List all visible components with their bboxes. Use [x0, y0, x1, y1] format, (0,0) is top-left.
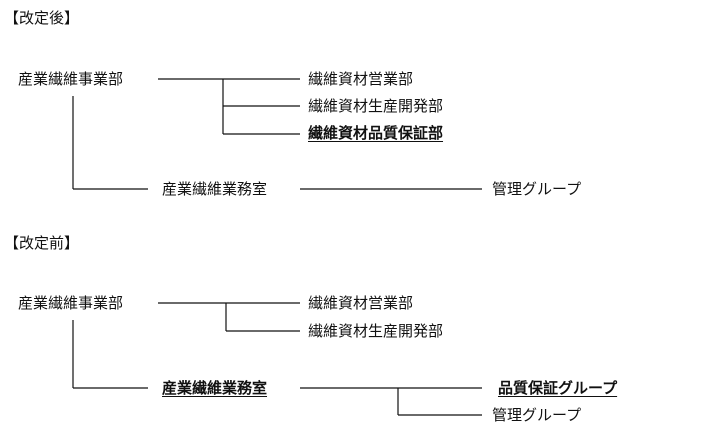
before-dept-1: 繊維資材営業部	[308, 294, 414, 312]
after-dept-1: 繊維資材営業部	[308, 70, 414, 88]
after-office-group: 管理グループ	[492, 180, 582, 198]
before-heading: 【改定前】	[4, 234, 80, 252]
after-dept-2: 繊維資材生産開発部	[308, 97, 444, 115]
after-heading: 【改定後】	[4, 9, 80, 27]
after-dept-3: 繊維資材品質保証部	[308, 124, 444, 142]
before-office-node: 産業繊維業務室	[162, 379, 268, 397]
before-dept-2: 繊維資材生産開発部	[308, 322, 444, 340]
before-office-group-1: 品質保証グループ	[498, 379, 618, 397]
before-office-group-2: 管理グループ	[492, 406, 582, 424]
before-root-node: 産業繊維事業部	[18, 294, 124, 312]
after-office-node: 産業繊維業務室	[162, 180, 268, 198]
after-root-node: 産業繊維事業部	[18, 70, 124, 88]
